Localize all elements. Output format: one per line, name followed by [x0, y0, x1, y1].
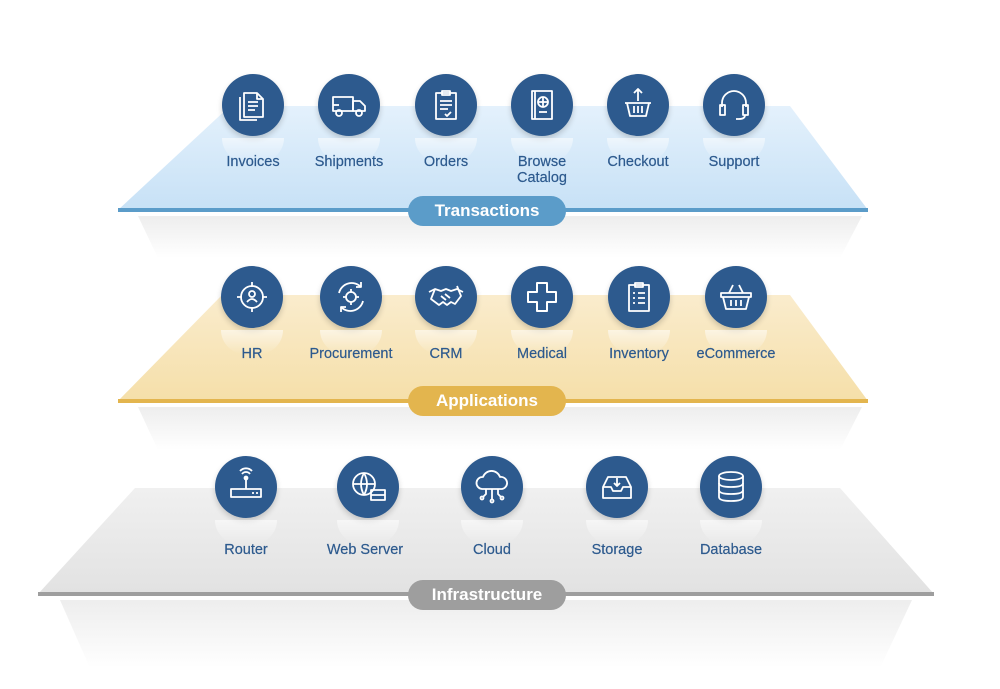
- item-label: eCommerce: [696, 346, 776, 362]
- passport-icon: [511, 74, 573, 136]
- database-icon: [700, 456, 762, 518]
- inbox-download-icon: [586, 456, 648, 518]
- globe-server-icon: [337, 456, 399, 518]
- item-label: CRM: [429, 346, 463, 362]
- basket-upload-icon: [607, 74, 669, 136]
- router-icon: [215, 456, 277, 518]
- medical-cross-icon: [511, 266, 573, 328]
- handshake-icon: [415, 266, 477, 328]
- item-label: Database: [699, 542, 763, 558]
- invoice-icon: [222, 74, 284, 136]
- truck-icon: [318, 74, 380, 136]
- infrastructure-title-badge: Infrastructure: [408, 580, 566, 610]
- item-label: Inventory: [609, 346, 669, 362]
- headset-icon: [703, 74, 765, 136]
- gear-cycle-icon: [320, 266, 382, 328]
- item-label: Web Server: [326, 542, 404, 558]
- item-label: Storage: [591, 542, 643, 558]
- item-label: HR: [241, 346, 263, 362]
- item-label: Medical: [517, 346, 567, 362]
- cloud-network-icon: [461, 456, 523, 518]
- item-label: Router: [224, 542, 268, 558]
- transactions-title-badge: Transactions: [408, 196, 566, 226]
- user-target-icon: [221, 266, 283, 328]
- item-label: Cloud: [473, 542, 511, 558]
- clipboard-icon: [415, 74, 477, 136]
- item-label: Invoices: [226, 154, 280, 170]
- item-label: Shipments: [314, 154, 384, 170]
- applications-title-badge: Applications: [408, 386, 566, 416]
- item-label: Checkout: [607, 154, 669, 170]
- item-label: Support: [708, 154, 760, 170]
- shopping-basket-icon: [705, 266, 767, 328]
- item-label: Procurement: [309, 346, 393, 362]
- checklist-icon: [608, 266, 670, 328]
- item-label: Orders: [423, 154, 469, 170]
- item-label: Browse Catalog: [517, 154, 567, 186]
